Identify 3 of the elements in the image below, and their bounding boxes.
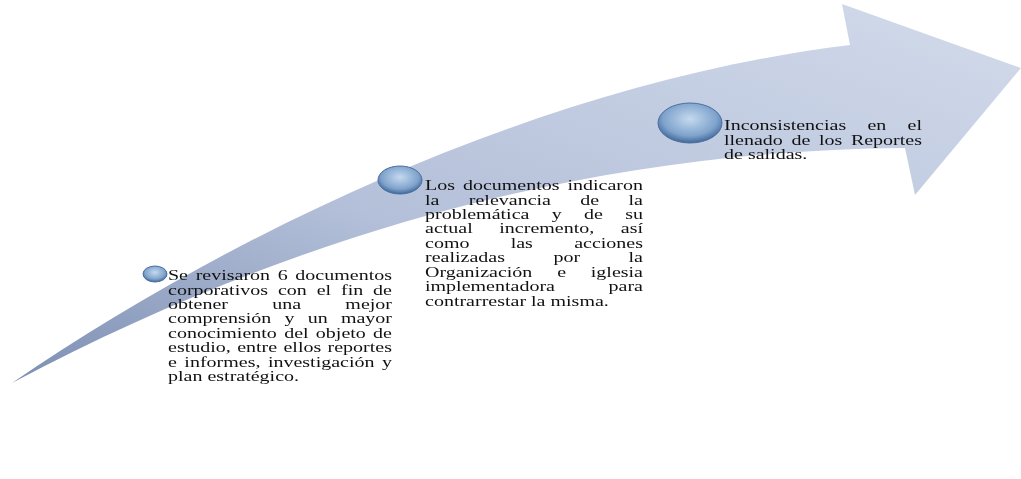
milestone-text: Inconsistencias en el llenado de los Reportes de salidas. [724, 118, 922, 162]
milestone-text: Se revisaron 6 documentos corporativos con el fin de obtener una mejor comprensión y un mayor conocimiento del objeto de estudio, entre ellos reportes e informes, investigación y plan estratégico. [168, 268, 392, 384]
milestone-text: Los documentos indicaron la relevancia de la problemática y de su actual incremento, así como las acciones realizadas por la Organización e iglesia implementadora para contrarrestar la misma. [425, 178, 643, 308]
